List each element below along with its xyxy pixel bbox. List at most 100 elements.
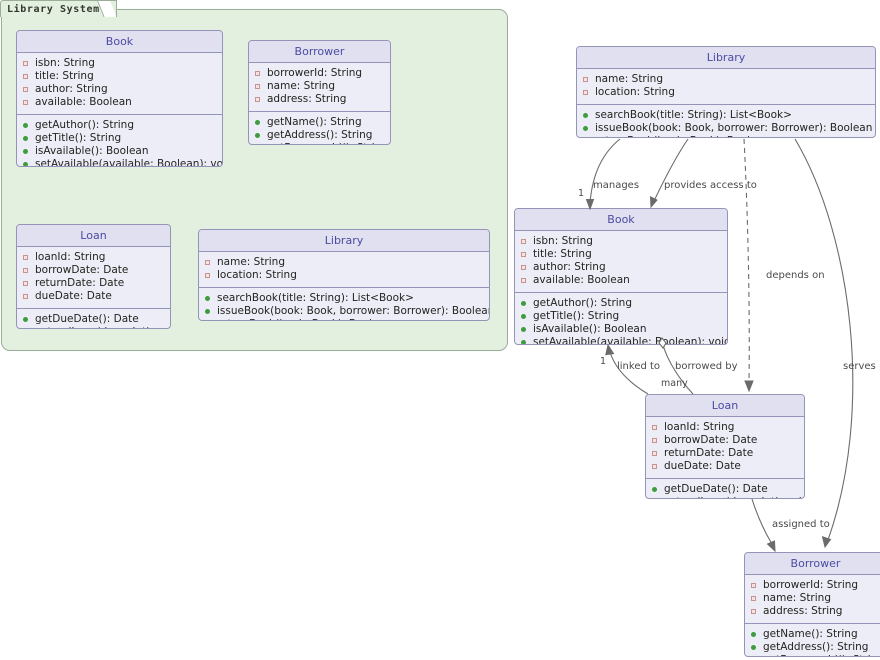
attribute-row: address: String bbox=[254, 93, 385, 106]
methods-compartment: getAuthor(): String getTitle(): String i… bbox=[515, 293, 728, 345]
attribute-row: isbn: String bbox=[520, 235, 722, 248]
method-row: getTitle(): String bbox=[520, 310, 722, 323]
attribute-row: name: String bbox=[750, 592, 880, 605]
attribute-text: borrowDate: Date bbox=[35, 264, 129, 276]
public-marker-icon bbox=[583, 113, 588, 118]
method-text: extendLoan(days: Int): void bbox=[35, 326, 170, 328]
public-marker-icon bbox=[751, 632, 756, 637]
private-marker-icon bbox=[521, 239, 526, 244]
attributes-compartment: name: String location: String bbox=[577, 69, 875, 105]
method-row: getBorrowerId(): String bbox=[750, 654, 880, 656]
methods-compartment: getDueDate(): Date extendLoan(days: Int)… bbox=[646, 479, 804, 498]
attribute-text: name: String bbox=[763, 592, 831, 604]
attribute-text: returnDate: Date bbox=[35, 277, 125, 289]
methods-compartment: getName(): String getAddress(): String g… bbox=[745, 624, 880, 656]
attribute-text: available: Boolean bbox=[35, 96, 132, 108]
method-row: getName(): String bbox=[254, 116, 385, 129]
method-text: getDueDate(): Date bbox=[664, 483, 768, 495]
method-text: getDueDate(): Date bbox=[35, 313, 139, 325]
attribute-text: loanId: String bbox=[35, 251, 106, 263]
method-text: getAddress(): String bbox=[763, 641, 869, 653]
private-marker-icon bbox=[751, 609, 756, 614]
method-text: returnBook(book: Book): Boolean bbox=[595, 135, 769, 137]
class-box-book-relations[interactable]: Book isbn: String title: String author: … bbox=[514, 208, 728, 345]
class-box-loan-package[interactable]: Loan loanId: String borrowDate: Date ret… bbox=[16, 224, 171, 329]
private-marker-icon bbox=[23, 268, 28, 273]
edge-borrowed-by: borrowed by many bbox=[658, 337, 738, 395]
private-marker-icon bbox=[23, 61, 28, 66]
attribute-row: name: String bbox=[204, 256, 484, 269]
class-box-library-package[interactable]: Library name: String location: String se… bbox=[198, 229, 490, 321]
class-box-loan-relations[interactable]: Loan loanId: String borrowDate: Date ret… bbox=[645, 394, 805, 499]
method-text: setAvailable(available: Boolean): void bbox=[533, 336, 728, 345]
attribute-text: author: String bbox=[533, 261, 606, 273]
method-row: issueBook(book: Book, borrower: Borrower… bbox=[204, 305, 489, 318]
attributes-compartment: name: String location: String bbox=[199, 252, 489, 288]
class-box-book-package[interactable]: Book isbn: String title: String author: … bbox=[16, 30, 223, 167]
package-tab-label: Library System bbox=[0, 0, 117, 17]
attribute-row: borrowerId: String bbox=[750, 579, 880, 592]
attribute-text: title: String bbox=[35, 70, 94, 82]
arrowhead-icon bbox=[605, 343, 615, 356]
method-text: getName(): String bbox=[763, 628, 858, 640]
public-marker-icon bbox=[23, 162, 28, 166]
method-row: getBorrowerId(): String bbox=[254, 142, 388, 144]
private-marker-icon bbox=[583, 90, 588, 95]
class-box-borrower-relations[interactable]: Borrower borrowerId: String name: String… bbox=[744, 552, 880, 657]
edge-label: assigned to bbox=[772, 519, 830, 530]
attribute-row: location: String bbox=[582, 86, 870, 99]
private-marker-icon bbox=[23, 100, 28, 105]
edge-line bbox=[653, 138, 689, 202]
private-marker-icon bbox=[652, 425, 657, 430]
method-text: searchBook(title: String): List<Book> bbox=[595, 109, 792, 121]
methods-compartment: searchBook(title: String): List<Book> is… bbox=[199, 288, 489, 320]
attribute-text: name: String bbox=[595, 73, 663, 85]
private-marker-icon bbox=[255, 97, 260, 102]
attribute-row: location: String bbox=[204, 269, 484, 282]
class-box-library-relations[interactable]: Library name: String location: String se… bbox=[576, 46, 876, 138]
method-text: extendLoan(days: Int): void bbox=[664, 496, 804, 498]
class-title: Borrower bbox=[745, 553, 880, 575]
class-title: Book bbox=[515, 209, 727, 231]
method-row: getDueDate(): Date bbox=[22, 313, 165, 326]
public-marker-icon bbox=[521, 301, 526, 306]
method-row: returnBook(book: Book): Boolean bbox=[204, 318, 484, 320]
method-text: getAuthor(): String bbox=[533, 297, 632, 309]
attribute-text: location: String bbox=[217, 269, 297, 281]
edge-line bbox=[609, 351, 649, 395]
public-marker-icon bbox=[751, 645, 756, 650]
arrowhead-icon bbox=[649, 195, 658, 209]
attribute-row: address: String bbox=[750, 605, 880, 618]
method-text: issueBook(book: Book, borrower: Borrower… bbox=[595, 122, 873, 134]
attribute-text: returnDate: Date bbox=[664, 447, 754, 459]
private-marker-icon bbox=[23, 255, 28, 260]
public-marker-icon bbox=[23, 317, 28, 322]
private-marker-icon bbox=[652, 464, 657, 469]
public-marker-icon bbox=[583, 126, 588, 131]
class-title: Library bbox=[199, 230, 489, 252]
attribute-text: name: String bbox=[217, 256, 285, 268]
private-marker-icon bbox=[521, 265, 526, 270]
attribute-row: author: String bbox=[22, 83, 217, 96]
attribute-text: borrowerId: String bbox=[267, 67, 363, 79]
method-row: getDueDate(): Date bbox=[651, 483, 799, 496]
private-marker-icon bbox=[23, 294, 28, 299]
attribute-text: title: String bbox=[533, 248, 592, 260]
edge-label: manages bbox=[593, 180, 639, 191]
class-box-borrower-package[interactable]: Borrower borrowerId: String name: String… bbox=[248, 40, 391, 145]
private-marker-icon bbox=[205, 260, 210, 265]
edge-assigned-to: assigned to bbox=[751, 498, 830, 553]
public-marker-icon bbox=[521, 340, 526, 344]
public-marker-icon bbox=[521, 327, 526, 332]
attribute-text: dueDate: Date bbox=[35, 290, 112, 302]
attributes-compartment: loanId: String borrowDate: Date returnDa… bbox=[17, 247, 170, 309]
attribute-row: name: String bbox=[582, 73, 870, 86]
methods-compartment: getName(): String getAddress(): String g… bbox=[249, 112, 390, 144]
arrowhead-icon bbox=[766, 540, 776, 553]
public-marker-icon bbox=[521, 314, 526, 319]
method-text: getBorrowerId(): String bbox=[267, 142, 388, 144]
method-text: isAvailable(): Boolean bbox=[533, 323, 647, 335]
method-row: extendLoan(days: Int): void bbox=[22, 326, 170, 328]
method-text: searchBook(title: String): List<Book> bbox=[217, 292, 414, 304]
attribute-row: loanId: String bbox=[22, 251, 165, 264]
